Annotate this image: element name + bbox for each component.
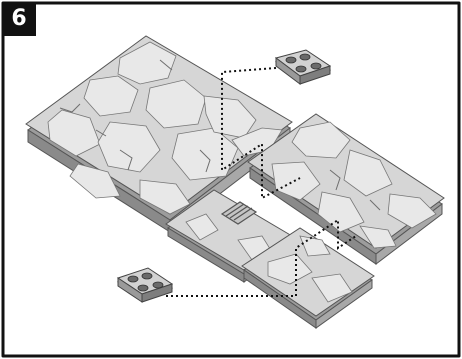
4-peg-connector-clip-bottom xyxy=(118,268,172,302)
4-peg-connector-clip-top xyxy=(276,50,330,84)
large-cracked-floor-tile xyxy=(26,36,292,232)
step-number-badge: 6 xyxy=(2,2,36,36)
